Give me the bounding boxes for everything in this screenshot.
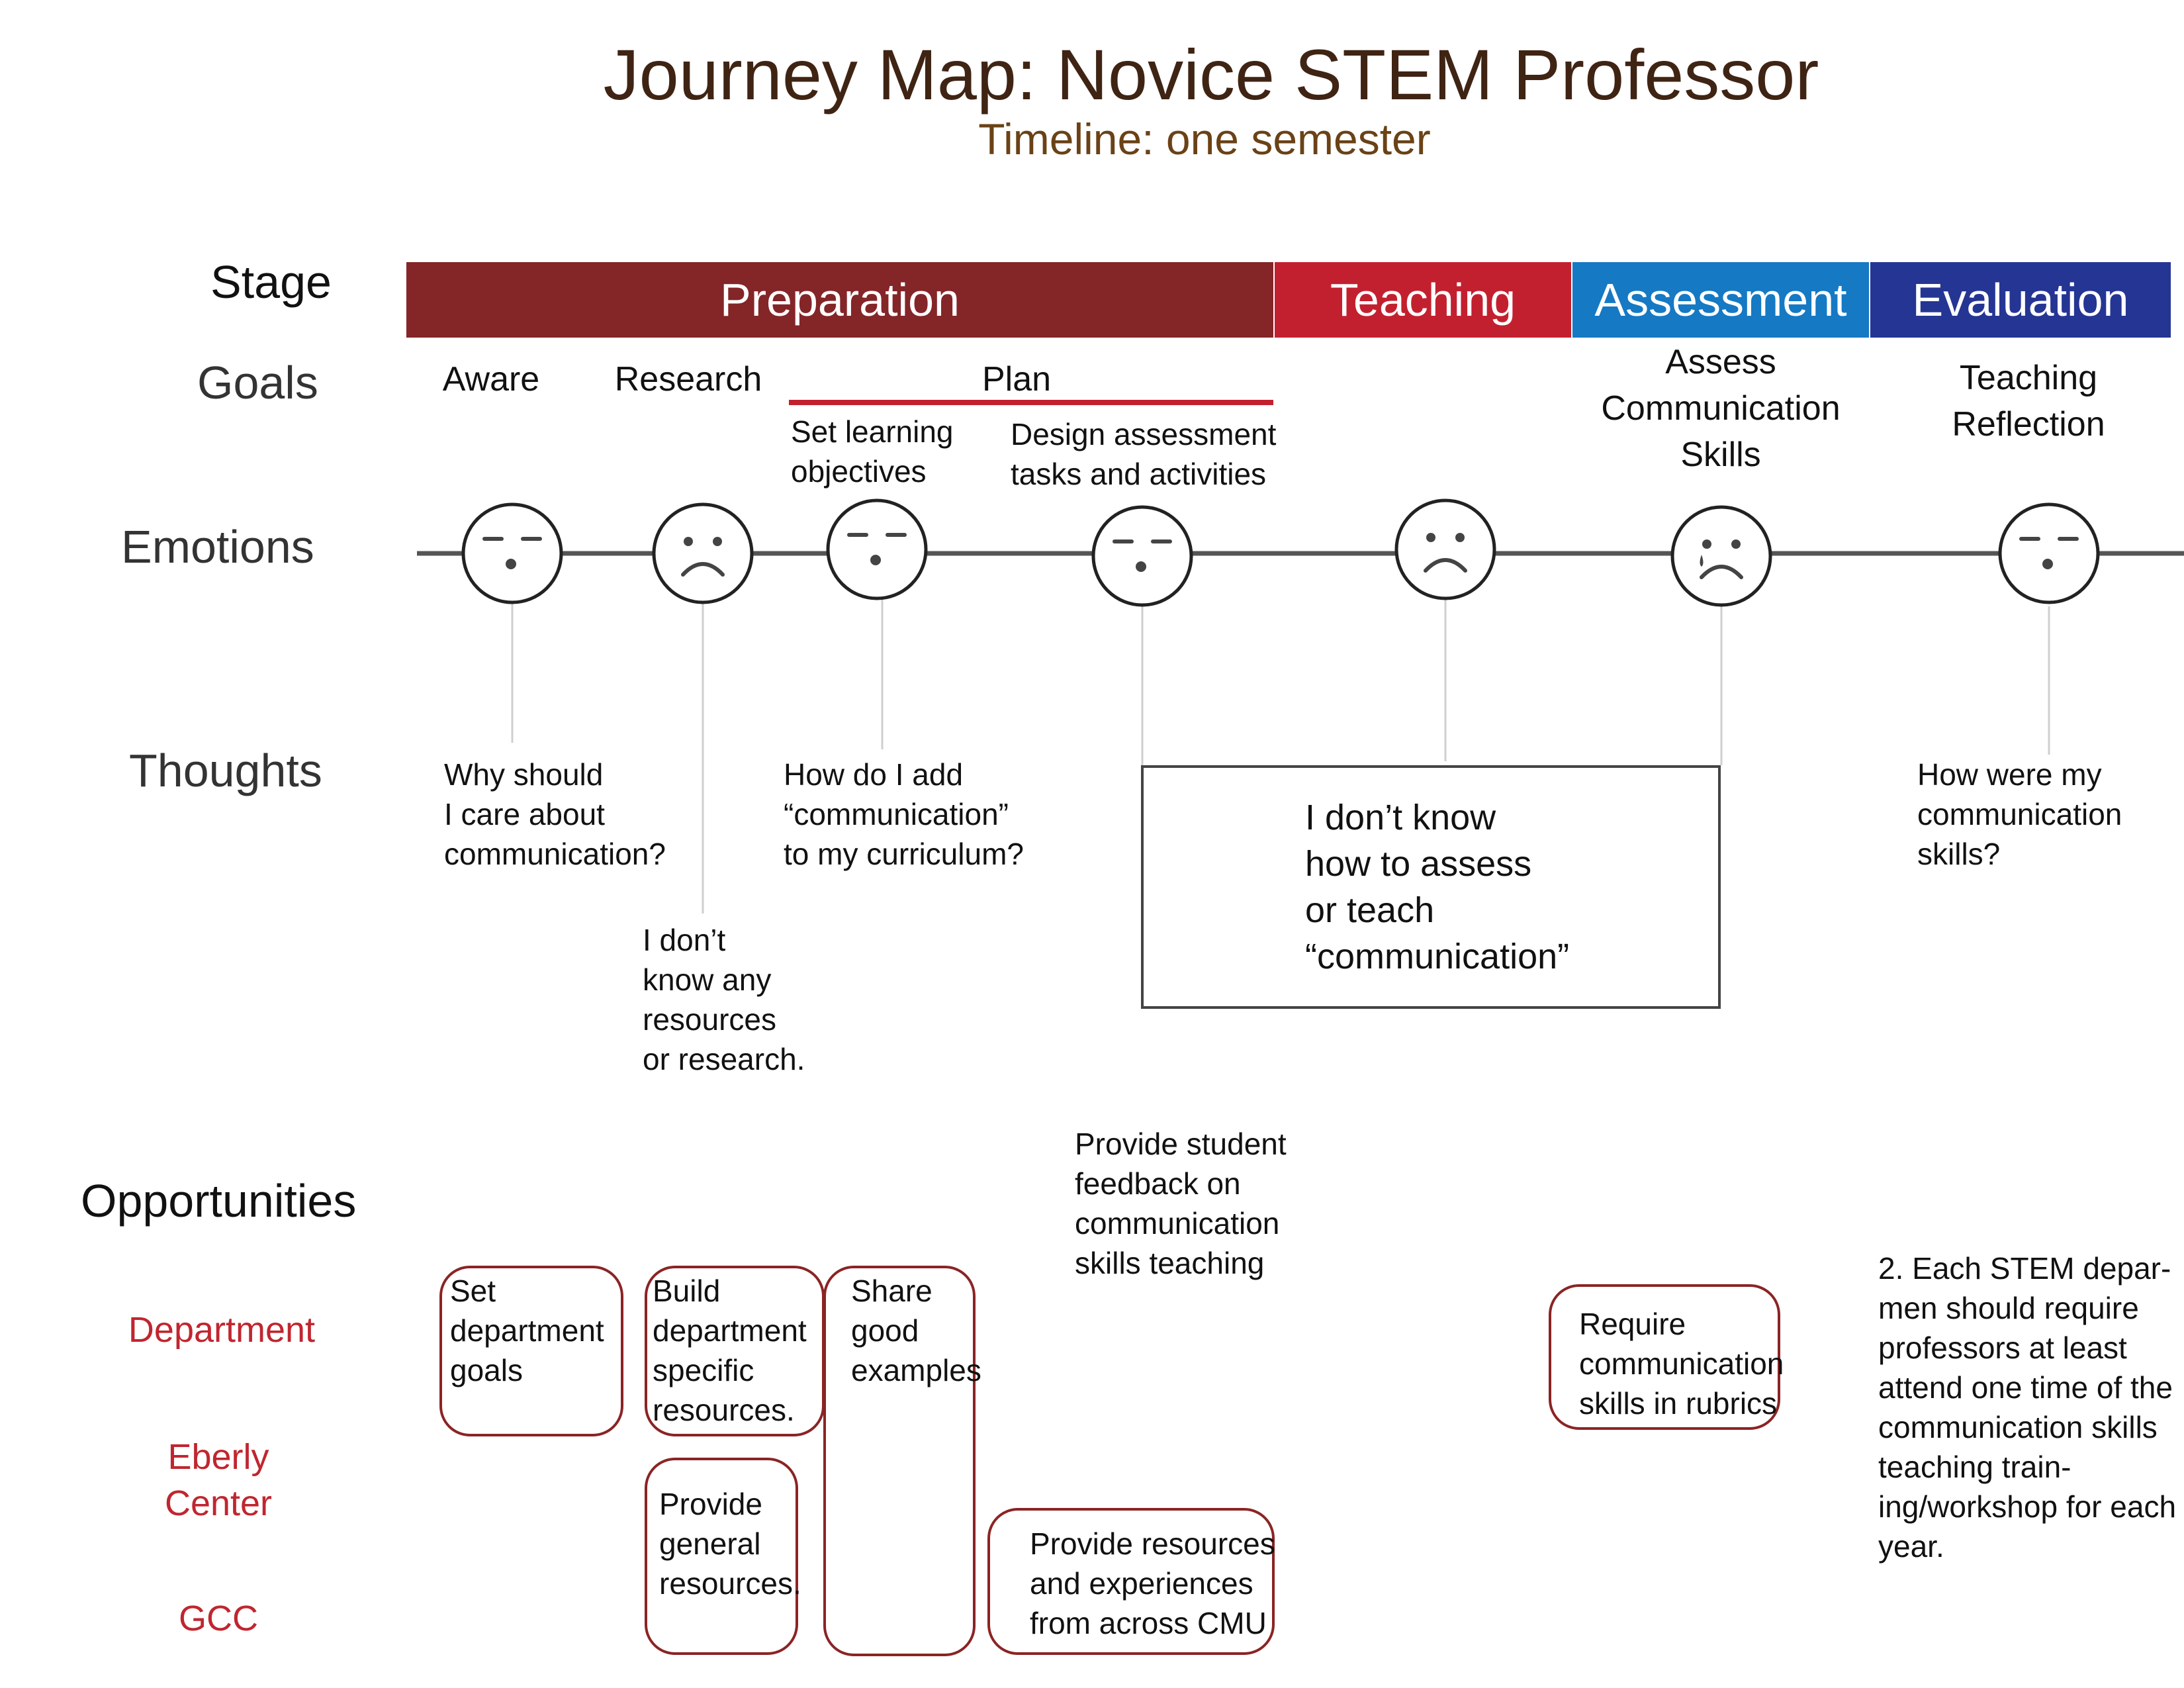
opportunity-provide-cmu	[987, 1508, 1275, 1655]
stage-teaching: Teaching	[1275, 262, 1571, 338]
opportunity-set-goals	[439, 1266, 623, 1436]
goal-plan: Plan	[981, 360, 1052, 399]
stage-label: Preparation	[720, 274, 960, 326]
stage-label: Teaching	[1330, 274, 1516, 326]
goal-research: Research	[614, 360, 762, 399]
emotion-face-sad	[1394, 498, 1496, 600]
stage-assessment: Assessment	[1572, 262, 1869, 338]
stage-label: Assessment	[1594, 274, 1847, 326]
emotion-face-crying	[1670, 505, 1772, 607]
page-subtitle: Timeline: one semester	[978, 115, 1431, 164]
plan-bar	[789, 400, 1273, 405]
row-label-thoughts: Thoughts	[129, 745, 322, 796]
stage-label: Evaluation	[1912, 274, 2129, 326]
stage-evaluation: Evaluation	[1870, 262, 2171, 338]
row-label-stage: Stage	[210, 256, 332, 308]
row-label-goals: Goals	[197, 357, 318, 408]
goal-aware: Aware	[442, 360, 540, 399]
emotion-face-neutral	[1998, 502, 2100, 604]
row-label-opportunities: Opportunities	[81, 1175, 357, 1227]
opportunity-provide-general	[645, 1458, 798, 1655]
emotion-face-neutral	[826, 498, 928, 600]
page-title: Journey Map: Novice STEM Professor	[603, 34, 1819, 115]
opportunity-share-examples	[823, 1266, 976, 1656]
opp-label-department: Department	[128, 1310, 316, 1350]
emotion-face-neutral	[461, 502, 563, 604]
opp-label-gcc: GCC	[179, 1599, 258, 1638]
emotion-face-neutral	[1091, 505, 1193, 607]
opportunity-require-rubrics	[1549, 1284, 1780, 1430]
emotion-face-sad	[652, 502, 754, 604]
row-label-emotions: Emotions	[121, 521, 314, 573]
thought-how-add: How do I add“communication”to my curricu…	[784, 757, 1024, 871]
stage-preparation: Preparation	[406, 262, 1273, 338]
